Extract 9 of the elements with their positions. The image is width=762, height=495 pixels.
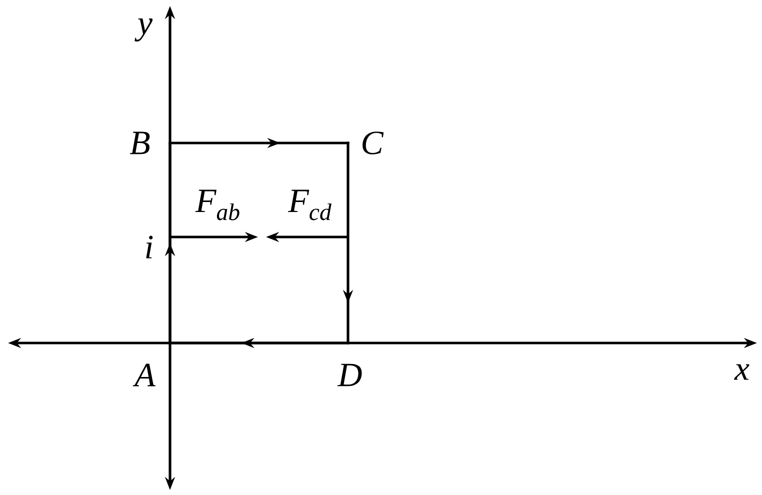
edge-label: i — [146, 236, 153, 258]
force-label: F$_{ab}$ — [195, 190, 240, 220]
point-label: D — [337, 364, 362, 386]
axis-label: y — [134, 18, 153, 42]
point-label: B — [130, 132, 150, 154]
point-label: A — [132, 364, 156, 386]
point-label: C — [362, 132, 384, 154]
force-label: F$_{cd}$ — [288, 190, 332, 220]
axis-label: x — [734, 364, 750, 380]
